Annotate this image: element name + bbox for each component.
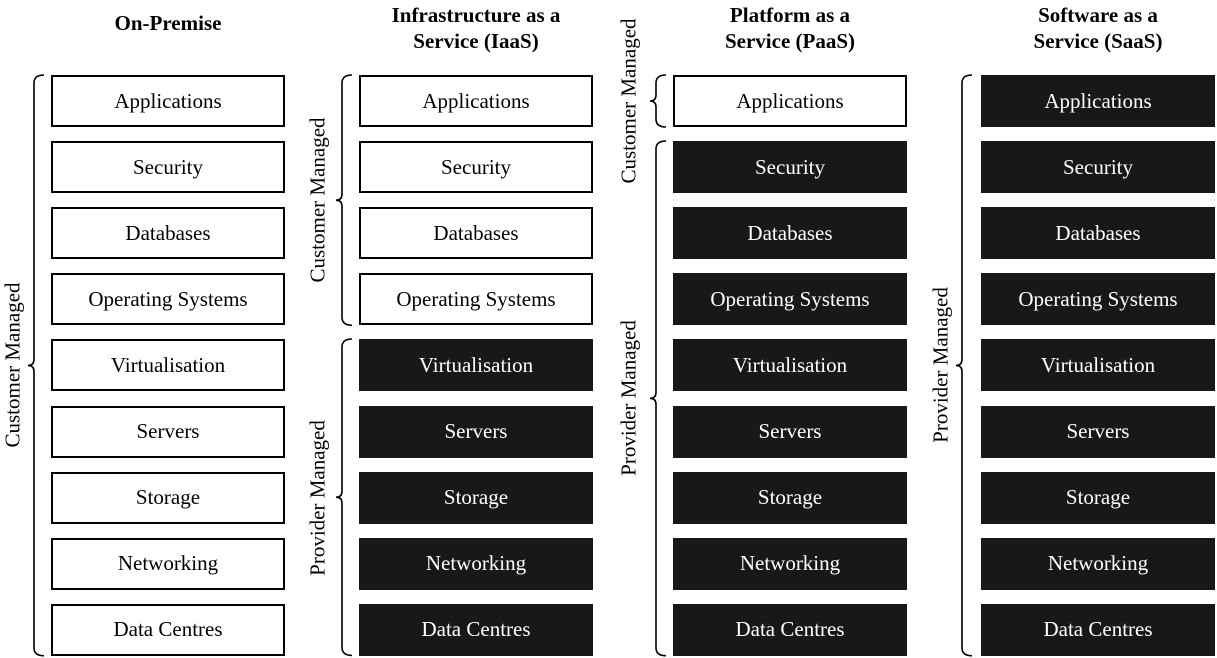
paas-provider-managed-brace-path — [649, 140, 667, 657]
paas-layer-networking: Networking — [673, 537, 907, 590]
paas-layer-servers: Servers — [673, 405, 907, 458]
saas-layer-storage: Storage — [981, 471, 1215, 524]
iaas-layer-virtualisation: Virtualisation — [359, 339, 593, 392]
paas-layer-security: Security — [673, 141, 907, 194]
iaas-provider-managed-brace-path — [335, 338, 353, 657]
saas-title: Software as a Service (SaaS) — [1033, 3, 1163, 53]
iaas-customer-managed-brace-path — [335, 74, 353, 327]
saas-layer-virtualisation: Virtualisation — [981, 339, 1215, 392]
on-premise-customer-managed-label: Customer Managed — [0, 282, 25, 448]
saas-provider-managed-brace-path — [955, 74, 973, 657]
iaas-customer-managed-label: Customer Managed — [305, 117, 330, 283]
on-premise-layer-applications: Applications — [51, 75, 285, 127]
saas-layer-networking: Networking — [981, 537, 1215, 590]
iaas-title: Infrastructure as a Service (IaaS) — [391, 3, 561, 53]
saas-layer-security: Security — [981, 141, 1215, 194]
saas-layer-servers: Servers — [981, 405, 1215, 458]
on-premise-customer-managed-brace — [27, 74, 45, 657]
paas-layer-databases: Databases — [673, 207, 907, 260]
iaas-layer-applications: Applications — [359, 75, 593, 127]
on-premise-layer-virtualisation: Virtualisation — [51, 339, 285, 392]
on-premise-layer-operating-systems: Operating Systems — [51, 273, 285, 326]
paas-layer-data-centres: Data Centres — [673, 603, 907, 656]
on-premise-layer-servers: Servers — [51, 405, 285, 458]
iaas-layer-data-centres: Data Centres — [359, 603, 593, 656]
iaas-layer-networking: Networking — [359, 537, 593, 590]
iaas-provider-managed-brace — [335, 338, 353, 657]
paas-provider-managed-label: Provider Managed — [616, 320, 641, 477]
iaas-customer-managed-brace — [335, 74, 353, 327]
on-premise-customer-managed-brace-path — [27, 74, 45, 657]
paas-layer-storage: Storage — [673, 471, 907, 524]
iaas-layer-storage: Storage — [359, 471, 593, 524]
on-premise-layer-storage: Storage — [51, 471, 285, 524]
paas-customer-managed-label: Customer Managed — [616, 18, 641, 184]
paas-customer-managed-brace — [649, 74, 667, 128]
saas-layer-applications: Applications — [981, 75, 1215, 127]
paas-layer-virtualisation: Virtualisation — [673, 339, 907, 392]
iaas-provider-managed-label: Provider Managed — [305, 419, 330, 576]
iaas-layer-operating-systems: Operating Systems — [359, 273, 593, 326]
iaas-layer-servers: Servers — [359, 405, 593, 458]
on-premise-layer-security: Security — [51, 141, 285, 194]
paas-provider-managed-brace — [649, 140, 667, 657]
paas-layer-operating-systems: Operating Systems — [673, 273, 907, 326]
saas-layer-data-centres: Data Centres — [981, 603, 1215, 656]
iaas-layer-databases: Databases — [359, 207, 593, 260]
on-premise-layer-data-centres: Data Centres — [51, 603, 285, 656]
on-premise-layer-networking: Networking — [51, 537, 285, 590]
saas-layer-operating-systems: Operating Systems — [981, 273, 1215, 326]
on-premise-layer-databases: Databases — [51, 207, 285, 260]
on-premise-title: On-Premise — [114, 11, 222, 35]
paas-title: Platform as a Service (PaaS) — [724, 3, 856, 53]
saas-provider-managed-brace — [955, 74, 973, 657]
paas-layer-applications: Applications — [673, 75, 907, 127]
saas-layer-databases: Databases — [981, 207, 1215, 260]
saas-provider-managed-label: Provider Managed — [928, 287, 953, 444]
iaas-layer-security: Security — [359, 141, 593, 194]
paas-customer-managed-brace-path — [649, 74, 667, 128]
